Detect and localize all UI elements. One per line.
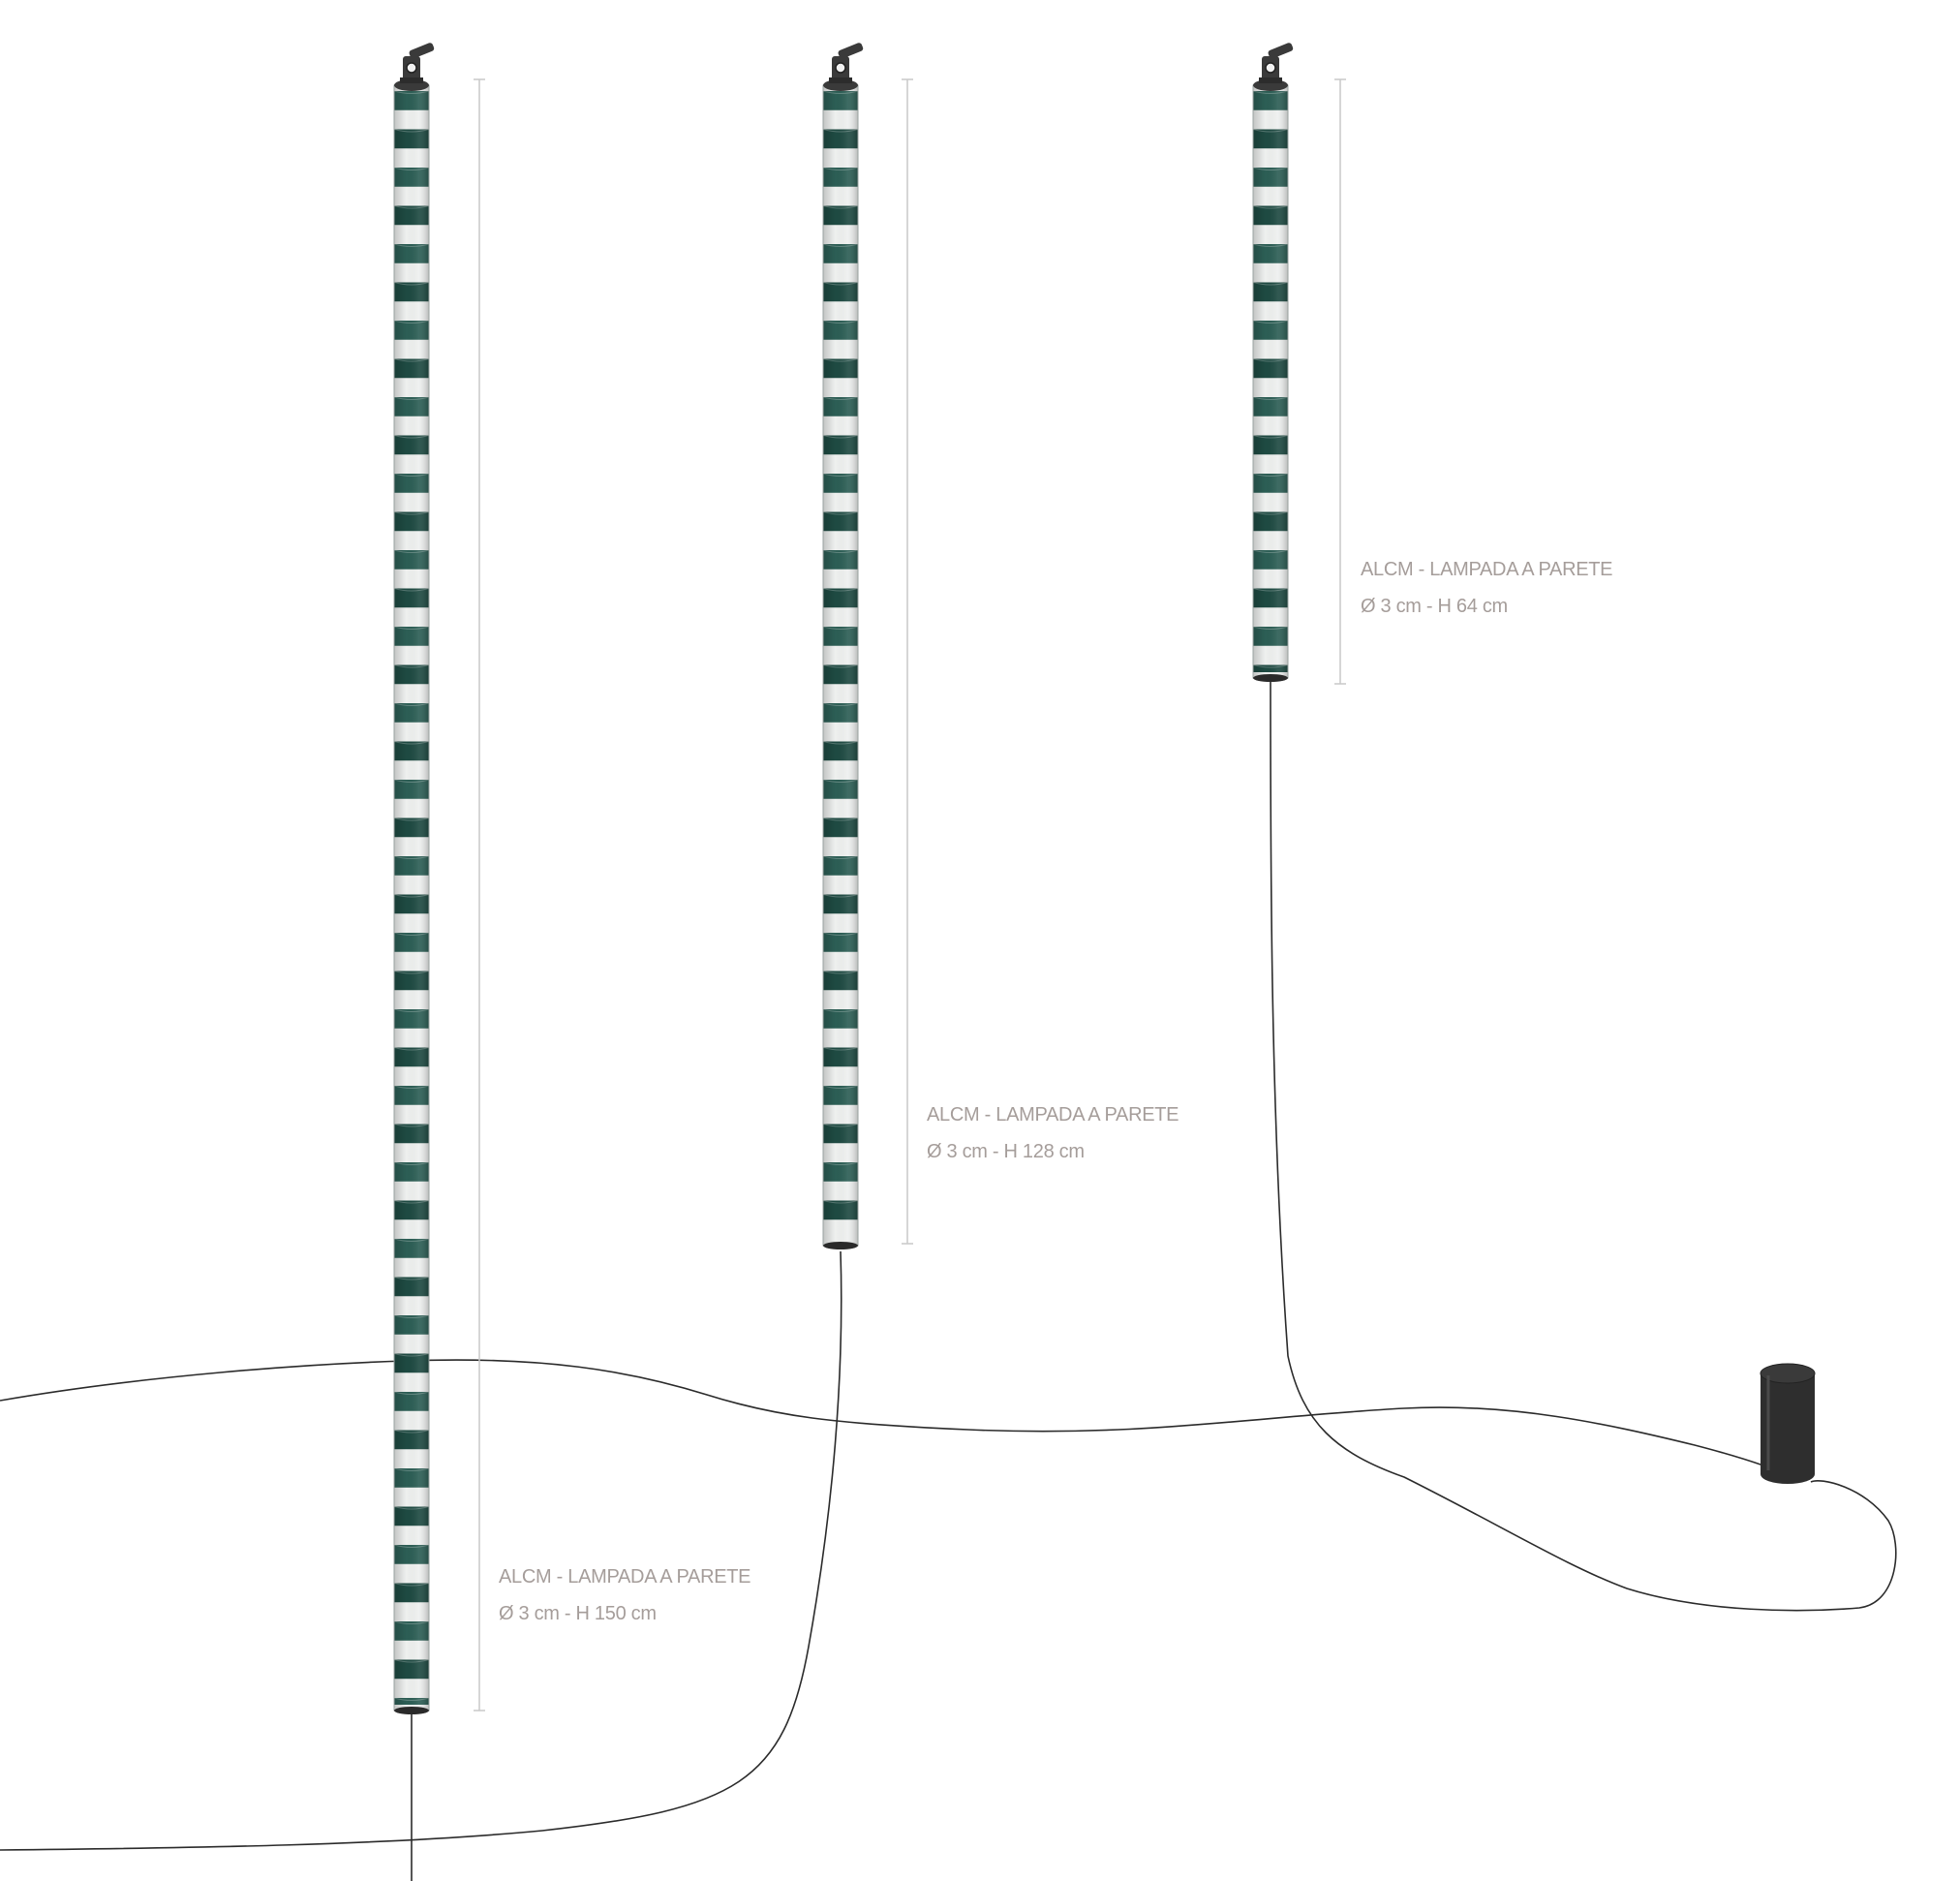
lamp-150: [393, 43, 435, 1714]
lamp-64-label: ALCM - LAMPADA A PARETE Ø 3 cm - H 64 cm: [1361, 551, 1613, 625]
lamp-150-spec: Ø 3 cm - H 150 cm: [499, 1603, 657, 1624]
cables: [0, 677, 1897, 1881]
lamp-128-label: ALCM - LAMPADA A PARETE Ø 3 cm - H 128 c…: [927, 1096, 1179, 1170]
wall-bracket-icon: [829, 43, 864, 83]
lamp-64-cable: [1270, 677, 1897, 1612]
lamp-150-title: ALCM - LAMPADA A PARETE: [499, 1566, 751, 1588]
main-cable: [0, 1359, 1792, 1478]
dimension-line-150: [474, 78, 485, 1711]
lamp-64-title: ALCM - LAMPADA A PARETE: [1361, 559, 1613, 580]
wall-bracket-icon: [400, 43, 435, 83]
lamp-150-label: ALCM - LAMPADA A PARETE Ø 3 cm - H 150 c…: [499, 1558, 751, 1632]
lamp-128-spec: Ø 3 cm - H 128 cm: [927, 1141, 1085, 1162]
power-driver-icon: [1760, 1363, 1816, 1484]
lamp-128-shade: [823, 85, 858, 1246]
dimension-line-128: [902, 78, 913, 1245]
lamp-64-end-cap: [1253, 674, 1288, 682]
lamp-64: [1252, 43, 1294, 682]
wall-bracket-icon: [1259, 43, 1294, 83]
lamp-64-shade: [1253, 85, 1288, 678]
lamp-128-title: ALCM - LAMPADA A PARETE: [927, 1104, 1179, 1126]
lamp-64-spec: Ø 3 cm - H 64 cm: [1361, 596, 1508, 617]
lamp-128: [822, 43, 864, 1249]
lamp-128-cable: [0, 1250, 842, 1851]
lamp-128-end-cap: [823, 1242, 858, 1249]
lamp-150-end-cap: [394, 1707, 429, 1714]
lamp-150-shade: [394, 85, 429, 1711]
lamps: [393, 43, 1294, 1714]
dimension-line-64: [1334, 78, 1346, 685]
dimension-lines: [474, 78, 1346, 1711]
